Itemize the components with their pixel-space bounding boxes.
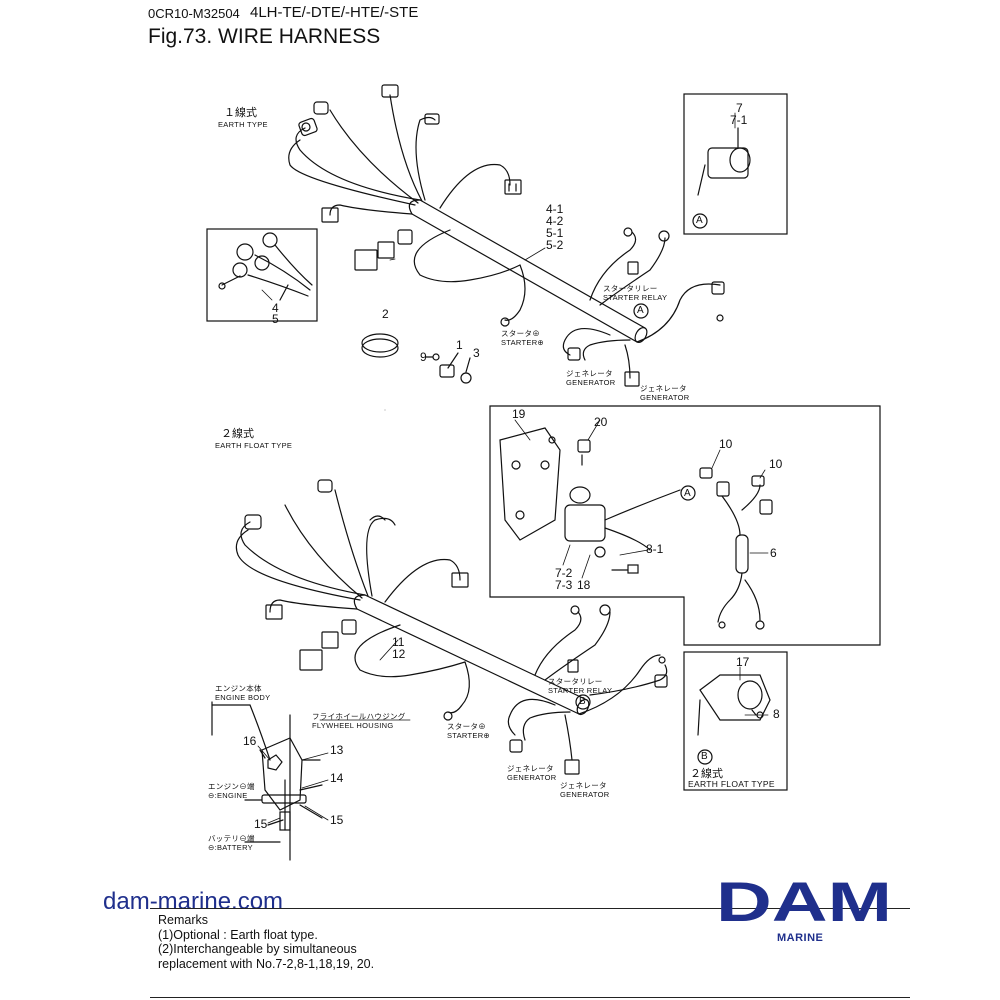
earth-float-en: EARTH FLOAT TYPE [215,441,293,450]
callout-5-1: 5-1 [546,226,564,240]
callout-7-1: 7-1 [730,113,748,127]
callout-7-2: 7-2 [555,566,573,580]
remarks-title: Remarks [158,913,209,927]
remarks-item-2: (2)Interchangeable by simultaneous repla… [158,942,375,971]
starter-relay-b [697,674,771,765]
earth-float-relay-detail [499,427,773,630]
remarks-block: Remarks (1)Optional : Earth float type. … [158,913,398,971]
engine-neg-en: ⊖:ENGINE [208,791,248,800]
callout-10-a: 10 [719,437,733,451]
flywheel-housing-en: FLYWHEEL HOUSING [312,721,394,730]
callout-16: 16 [243,734,257,748]
remarks-item-1: (1)Optional : Earth float type. [158,927,318,942]
callout-17: 17 [736,655,750,669]
clamp-and-bolt-parts [361,333,472,384]
callout-15-b: 15 [254,817,268,831]
callout-2: 2 [382,307,389,321]
callout-20: 20 [594,415,608,429]
inset-box-earth-float-relay [489,405,881,646]
callout-7: 7 [736,101,743,115]
starter-relay-jp-2: スタータリレー [548,677,603,686]
earth-float-jp-2: ２線式 [690,768,723,780]
starter-relay-en: STARTER RELAY [603,293,668,302]
callout-leaders [257,112,769,824]
circle-a-label-box: A [684,488,691,499]
starter-en-2: STARTER⊕ [447,731,490,740]
generator-jp-1: ジェネレータ [566,369,613,378]
callout-4: 4 [272,301,279,315]
callout-12: 12 [392,647,406,661]
logo-text: DAM [716,878,892,924]
battery-neg-jp: バッテリ⊖端 [208,834,255,843]
divider-bottom [150,997,910,998]
ground-terminal-detail [211,701,323,861]
starter-en: STARTER⊕ [501,338,544,347]
generator-jp-3: ジェネレータ [507,764,554,773]
earth-type-jp: １線式 [224,107,257,119]
callout-5: 5 [272,312,279,326]
generator-en-4: GENERATOR [560,790,610,799]
callout-18: 18 [577,578,591,592]
generator-jp-4: ジェネレータ [560,781,607,790]
inset-box-starter-relay-a [683,93,788,235]
callout-6: 6 [770,546,777,560]
circle-a-label: A [637,305,644,316]
engine-neg-jp: エンジン⊖端 [208,782,255,791]
callout-7-3: 7-3 [555,578,573,592]
dam-logo: DAM [716,878,892,924]
engine-body-en: ENGINE BODY [215,693,271,702]
generator-en-3: GENERATOR [507,773,557,782]
harness-upper [288,84,725,387]
harness-lower [235,479,668,775]
callout-4-2: 4-2 [546,214,564,228]
model-list: 4LH-TE/-DTE/-HTE/-STE [250,4,419,21]
generator-jp-2: ジェネレータ [640,384,687,393]
starter-jp: スタータ⊕ [501,329,540,338]
callout-15-a: 15 [330,813,344,827]
starter-relay-jp: スタータリレー [603,284,658,293]
callout-8: 8 [773,707,780,721]
engine-body-jp: エンジン本体 [215,684,262,693]
callout-11: 11 [392,635,405,649]
callout-8-1: 8-1 [646,542,664,556]
callout-19: 19 [512,407,526,421]
starter-relay-a [692,127,751,229]
inset-box-sensors [206,228,318,322]
battery-neg-en: ⊖:BATTERY [208,843,253,852]
starter-jp-2: スタータ⊕ [447,722,486,731]
circle-a-label-inset: A [696,215,703,226]
figure-title: Fig.73. WIRE HARNESS [148,25,381,48]
logo-subtitle: MARINE [777,932,824,944]
inset-sensors-detail [218,232,313,301]
divider-top [150,908,910,909]
circle-b-label-inset: B [701,751,708,762]
callout-14: 14 [330,771,344,785]
callout-9: 9 [420,350,427,364]
callout-3: 3 [473,346,480,360]
document-code: 0CR10-M32504 [148,6,240,21]
earth-float-en-2: EARTH FLOAT TYPE [688,779,775,789]
inset-box-starter-relay-b [683,651,788,791]
callout-4-1: 4-1 [546,202,564,216]
website-link[interactable]: dam-marine.com [103,888,284,915]
earth-type-en: EARTH TYPE [218,120,268,129]
flywheel-housing-jp: フライホイールハウジング [312,712,406,721]
callout-5-2: 5-2 [546,238,564,252]
earth-float-jp: ２線式 [221,428,254,440]
callout-1: 1 [456,338,463,352]
callout-13: 13 [330,743,344,757]
generator-en-1: GENERATOR [566,378,616,387]
circle-b-label: B [579,696,586,707]
starter-relay-en-2: STARTER RELAY [548,686,613,695]
callout-10-b: 10 [769,457,783,471]
generator-en-2: GENERATOR [640,393,690,402]
